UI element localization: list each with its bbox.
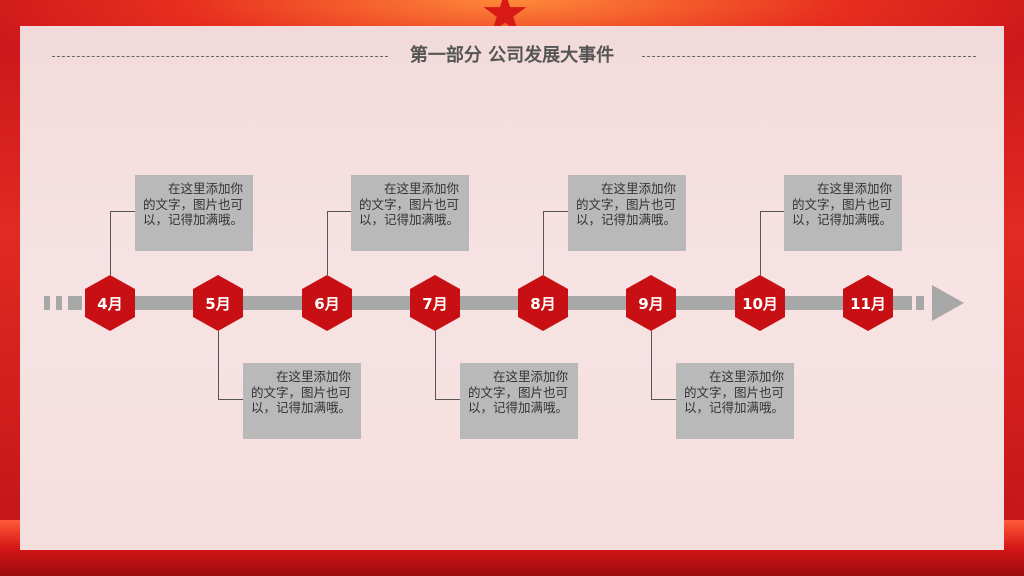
- event-note-6: 在这里添加你的文字，图片也可以，记得加满哦。: [351, 175, 469, 251]
- connector-line: [435, 399, 460, 400]
- track-dash: [916, 296, 924, 310]
- month-node-4: 4月: [85, 275, 135, 331]
- connector-line: [760, 211, 761, 275]
- connector-line: [327, 211, 351, 212]
- event-note-4: 在这里添加你的文字，图片也可以，记得加满哦。: [135, 175, 253, 251]
- page-title: 第一部分 公司发展大事件: [409, 45, 615, 66]
- arrow-right-icon: [932, 285, 964, 321]
- event-note-8: 在这里添加你的文字，图片也可以，记得加满哦。: [568, 175, 686, 251]
- connector-line: [435, 331, 436, 399]
- timeline-track: [90, 296, 900, 310]
- event-note-7: 在这里添加你的文字，图片也可以，记得加满哦。: [460, 363, 578, 439]
- connector-line: [110, 211, 135, 212]
- track-dash: [56, 296, 62, 310]
- event-note-5: 在这里添加你的文字，图片也可以，记得加满哦。: [243, 363, 361, 439]
- track-dash: [68, 296, 82, 310]
- connector-line: [651, 399, 676, 400]
- event-note-9: 在这里添加你的文字，图片也可以，记得加满哦。: [676, 363, 794, 439]
- event-note-10: 在这里添加你的文字，图片也可以，记得加满哦。: [784, 175, 902, 251]
- title-divider-right: [642, 56, 976, 57]
- month-node-6: 6月: [302, 275, 352, 331]
- title-divider-left: [52, 56, 388, 57]
- connector-line: [543, 211, 544, 275]
- connector-line: [651, 331, 652, 399]
- connector-line: [110, 211, 111, 275]
- track-dash: [44, 296, 50, 310]
- track-dash: [900, 296, 912, 310]
- connector-line: [543, 211, 568, 212]
- connector-line: [760, 211, 784, 212]
- connector-line: [218, 399, 243, 400]
- connector-line: [327, 211, 328, 275]
- month-node-7: 7月: [410, 275, 460, 331]
- content-panel: [20, 26, 1004, 550]
- connector-line: [218, 331, 219, 399]
- month-node-5: 5月: [193, 275, 243, 331]
